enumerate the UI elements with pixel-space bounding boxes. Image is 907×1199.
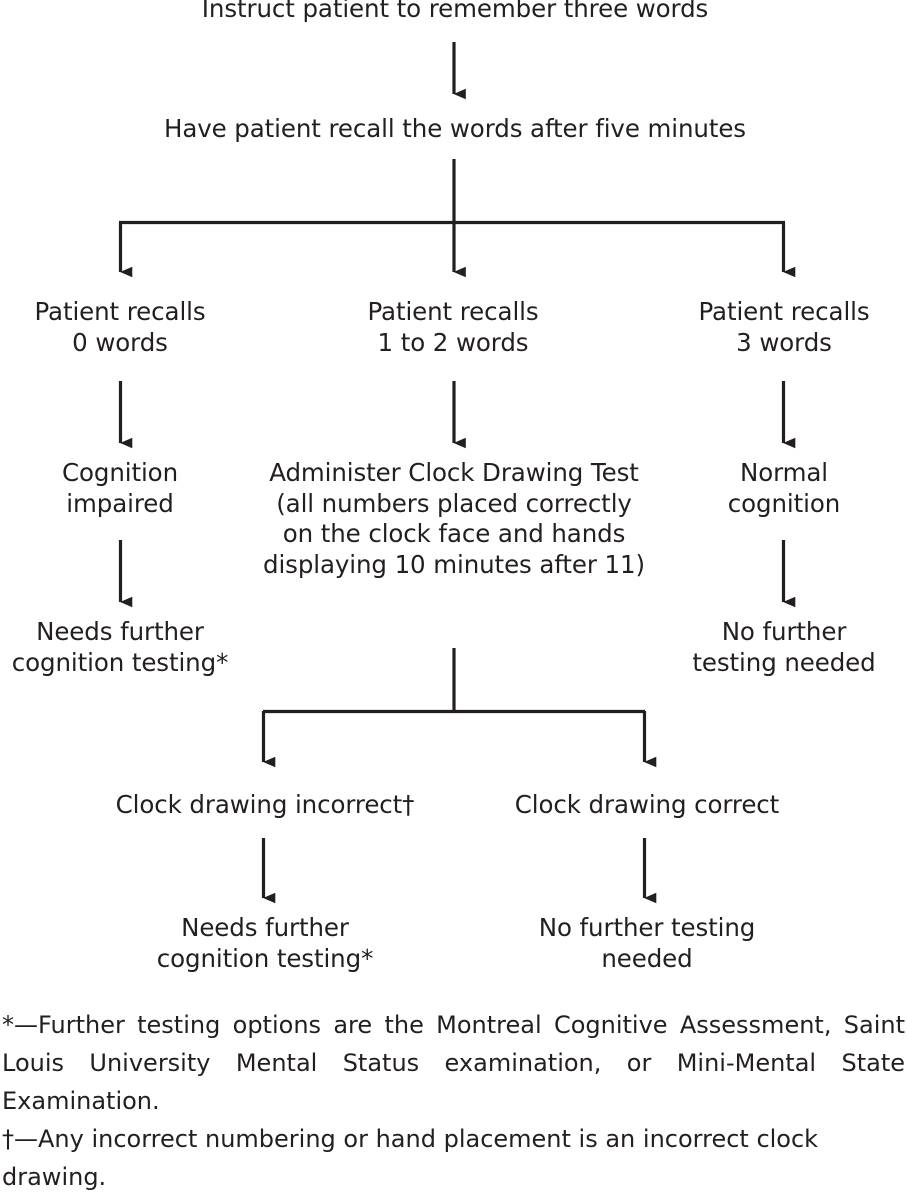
node-patient-recalls-1-to-2-words: Patient recalls 1 to 2 words [367,297,539,357]
footnote-asterisk: *—Further testing options are the Montre… [2,1011,905,1116]
node-patient-recalls-0-words: Patient recalls 0 words [34,297,206,357]
node-administer-clock-drawing-test: Administer Clock Drawing Test (all numbe… [263,458,645,580]
node-needs-further-cognition-testing-left: Needs further cognition testing* [11,617,229,677]
node-no-further-testing-needed-right: No further testing needed [692,617,876,677]
node-normal-cognition: Normal cognition [727,458,841,518]
node-clock-drawing-correct: Clock drawing correct [514,790,780,819]
node-cognition-impaired: Cognition impaired [61,458,178,518]
node-patient-recalls-3-words: Patient recalls 3 words [698,297,870,357]
node-step1-instruct: Instruct patient to remember three words [201,0,709,23]
node-no-further-testing-needed-bottom: No further testing needed [538,913,756,973]
footnote-dagger: †—Any incorrect numbering or hand placem… [2,1125,819,1192]
footnotes: *—Further testing options are the Montre… [2,1006,905,1196]
node-step2-recall-after-five-min: Have patient recall the words after five… [164,114,746,143]
node-clock-drawing-incorrect: Clock drawing incorrect† [115,790,415,819]
node-needs-further-cognition-testing-bottom: Needs further cognition testing* [156,913,374,973]
